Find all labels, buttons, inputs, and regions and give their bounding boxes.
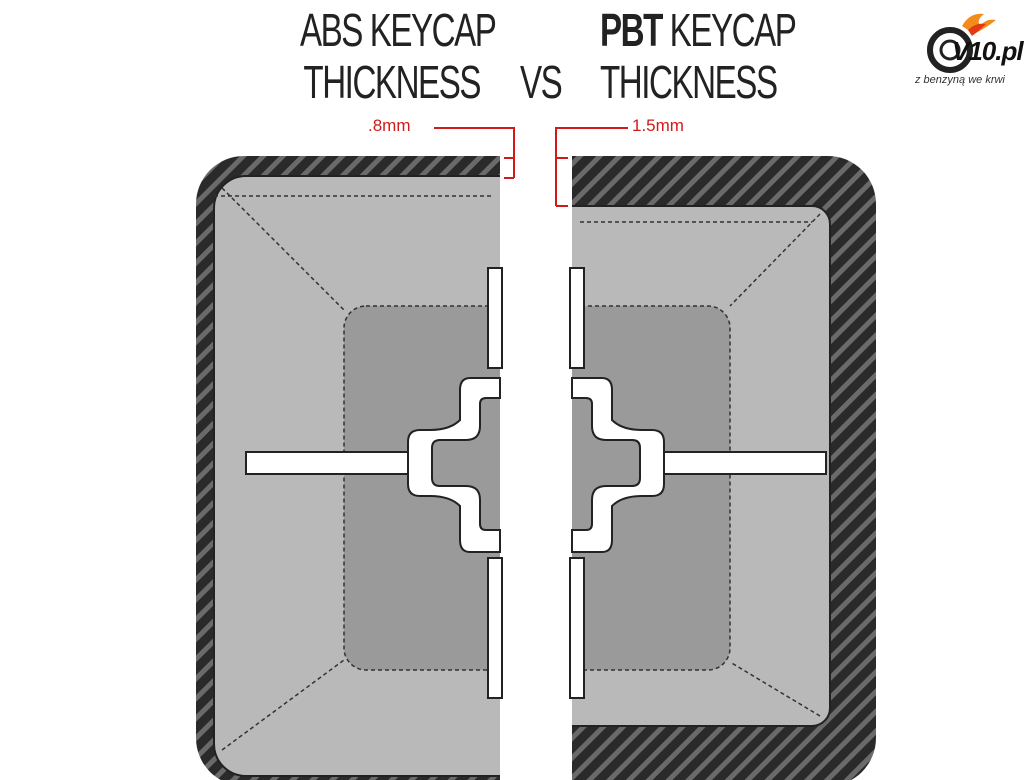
stem-arm-bottom-left <box>487 557 503 699</box>
pbt-bevel-line <box>729 661 821 717</box>
abs-bevel-line <box>221 659 345 751</box>
stem-ring-left <box>407 377 501 553</box>
pbt-title: PBT KEYCAP THICKNESS <box>600 4 797 108</box>
pbt-measure-bracket <box>555 127 628 207</box>
stem-arm-bottom-right <box>569 557 585 699</box>
stem-arm-left <box>245 451 413 475</box>
abs-title: ABS KEYCAP THICKNESS <box>300 4 497 108</box>
stem-ring-right <box>571 377 665 553</box>
pbt-title-bold: PBT <box>600 4 663 56</box>
pbt-title-line1: PBT KEYCAP <box>600 4 797 56</box>
abs-thickness-label: .8mm <box>368 116 411 135</box>
logo-tagline: z benzyną we krwi <box>915 74 1005 86</box>
logo-tire-icon <box>927 13 996 73</box>
stem-arm-right <box>659 451 827 475</box>
stem-cross <box>245 267 827 699</box>
abs-bevel-line <box>221 187 345 311</box>
pbt-bevel-line <box>729 213 821 307</box>
vs-label: VS <box>520 56 563 108</box>
logo-text: V10.pl <box>952 36 1024 66</box>
pbt-title-rest: KEYCAP <box>661 4 797 56</box>
abs-title-line1: ABS KEYCAP <box>300 4 497 56</box>
abs-measure-bracket <box>434 127 515 179</box>
pbt-thickness-label: 1.5mm <box>632 116 684 135</box>
abs-title-line2: THICKNESS <box>303 56 481 108</box>
stem-arm-top-right <box>569 267 585 369</box>
pbt-title-line2: THICKNESS <box>600 56 778 108</box>
stem-arm-top-left <box>487 267 503 369</box>
